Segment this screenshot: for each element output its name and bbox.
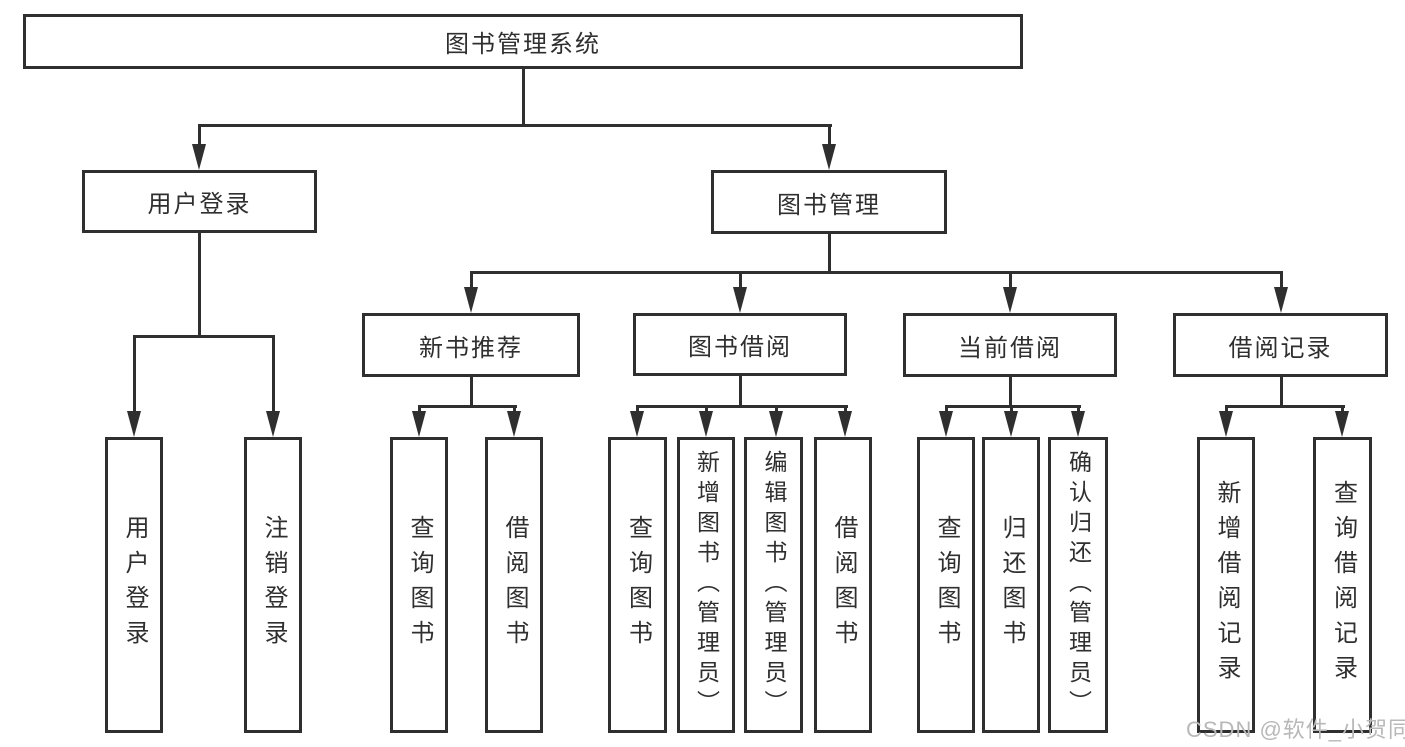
arrow-to-leaf-logout <box>266 411 280 437</box>
node-book-management-label: 图书管理 <box>777 191 881 219</box>
connector-to-book-management <box>828 124 831 148</box>
leaf-cb-query-book: 查询图书 <box>917 437 975 733</box>
arrow-to-new-book <box>464 287 478 313</box>
connector-root-stem <box>522 69 525 127</box>
connector-current-borrow-hline <box>945 405 1081 408</box>
leaf-cb-confirm-return-label: 确认归还（管理员） <box>1065 450 1092 720</box>
connector-to-book-borrow <box>739 271 742 291</box>
connector-to-borrow-record <box>1280 271 1283 291</box>
node-borrow-record-label: 借阅记录 <box>1228 334 1333 362</box>
node-new-book-recommend-label: 新书推荐 <box>419 334 523 362</box>
leaf-logout: 注销登录 <box>244 437 302 733</box>
leaf-cb-return-book: 归还图书 <box>982 437 1040 733</box>
arrow-to-leaf-bb-query <box>630 411 644 437</box>
connector-new-book-stem <box>470 377 473 408</box>
connector-book-management-stem <box>828 234 831 274</box>
leaf-bb-query-book-label: 查询图书 <box>624 515 652 655</box>
connector-to-leaf-br-add <box>1225 405 1228 415</box>
node-root: 图书管理系统 <box>23 14 1023 69</box>
leaf-nb-borrow-book: 借阅图书 <box>485 437 543 733</box>
arrow-to-leaf-cb-confirm <box>1071 411 1085 437</box>
connector-to-leaf-br-query <box>1341 405 1344 415</box>
connector-user-login-stem <box>198 233 201 337</box>
leaf-br-query-record: 查询借阅记录 <box>1313 437 1372 733</box>
connector-root-hline <box>198 124 832 127</box>
connector-to-leaf-bb-borrow <box>844 405 847 415</box>
connector-to-leaf-cb-confirm <box>1077 405 1080 415</box>
arrow-to-book-borrow <box>733 287 747 313</box>
connector-new-book-hline <box>418 405 517 408</box>
leaf-bb-add-book: 新增图书（管理员） <box>677 437 735 733</box>
connector-to-leaf-nb-query <box>418 405 421 415</box>
connector-to-leaf-logout <box>272 335 275 415</box>
arrow-to-current-borrow <box>1003 287 1017 313</box>
connector-borrow-record-hline <box>1225 405 1345 408</box>
arrow-to-leaf-nb-borrow <box>507 411 521 437</box>
node-root-label: 图书管理系统 <box>445 31 601 58</box>
node-current-borrow-label: 当前借阅 <box>958 334 1062 362</box>
connector-to-leaf-nb-borrow <box>513 405 516 415</box>
leaf-br-query-record-label: 查询借阅记录 <box>1329 480 1357 690</box>
leaf-user-login-label: 用户登录 <box>121 515 148 655</box>
leaf-bb-edit-book: 编辑图书（管理员） <box>744 437 803 733</box>
node-book-borrow: 图书借阅 <box>633 313 847 376</box>
leaf-bb-edit-book-label: 编辑图书（管理员） <box>761 450 787 720</box>
connector-to-leaf-bb-edit <box>775 405 778 415</box>
leaf-cb-query-book-label: 查询图书 <box>933 515 960 655</box>
arrow-to-leaf-user-login <box>127 411 141 437</box>
connector-to-user-login <box>198 124 201 148</box>
arrow-to-leaf-br-query <box>1335 411 1349 437</box>
leaf-bb-query-book: 查询图书 <box>608 437 667 733</box>
leaf-user-login: 用户登录 <box>105 437 163 733</box>
connector-to-leaf-cb-query <box>945 405 948 415</box>
leaf-cb-confirm-return: 确认归还（管理员） <box>1048 437 1108 733</box>
node-new-book-recommend: 新书推荐 <box>362 313 580 377</box>
arrow-to-leaf-cb-return <box>1004 411 1018 437</box>
leaf-bb-add-book-label: 新增图书（管理员） <box>693 450 720 720</box>
leaf-bb-borrow-book: 借阅图书 <box>814 437 872 733</box>
arrow-to-leaf-bb-borrow <box>838 411 852 437</box>
arrow-to-borrow-record <box>1274 287 1288 313</box>
node-user-login-label: 用户登录 <box>147 191 252 218</box>
leaf-logout-label: 注销登录 <box>260 515 287 655</box>
connector-to-leaf-bb-add <box>705 405 708 415</box>
leaf-br-add-record: 新增借阅记录 <box>1197 437 1255 733</box>
leaf-nb-query-book: 查询图书 <box>390 437 448 733</box>
connector-book-borrow-stem <box>739 376 742 408</box>
arrow-to-leaf-br-add <box>1219 411 1233 437</box>
watermark: CSDN @软件_小贺同学 <box>1186 717 1405 742</box>
connector-to-current-borrow <box>1009 271 1012 291</box>
leaf-cb-return-book-label: 归还图书 <box>998 515 1025 655</box>
arrow-to-leaf-bb-edit <box>769 411 783 437</box>
connector-user-login-hline <box>133 335 275 338</box>
connector-book-borrow-hline <box>636 405 848 408</box>
connector-to-leaf-user-login <box>133 335 136 415</box>
leaf-br-add-record-label: 新增借阅记录 <box>1213 480 1240 690</box>
connector-book-management-hline <box>470 271 1283 274</box>
node-book-management: 图书管理 <box>711 170 947 234</box>
node-current-borrow: 当前借阅 <box>903 313 1117 377</box>
arrow-to-leaf-bb-add <box>699 411 713 437</box>
leaf-nb-borrow-book-label: 借阅图书 <box>501 515 528 655</box>
leaf-nb-query-book-label: 查询图书 <box>406 515 433 655</box>
connector-to-leaf-bb-query <box>636 405 639 415</box>
arrow-to-book-management <box>822 144 836 170</box>
leaf-bb-borrow-book-label: 借阅图书 <box>830 515 857 655</box>
arrow-to-leaf-cb-query <box>939 411 953 437</box>
connector-borrow-record-stem <box>1280 377 1283 408</box>
node-user-login: 用户登录 <box>82 170 317 233</box>
connector-to-leaf-cb-return <box>1010 405 1013 415</box>
node-borrow-record: 借阅记录 <box>1173 313 1388 377</box>
arrow-to-leaf-nb-query <box>412 411 426 437</box>
arrow-to-user-login <box>192 144 206 170</box>
connector-current-borrow-stem <box>1009 377 1012 408</box>
connector-to-new-book <box>470 271 473 291</box>
node-book-borrow-label: 图书借阅 <box>688 334 792 361</box>
